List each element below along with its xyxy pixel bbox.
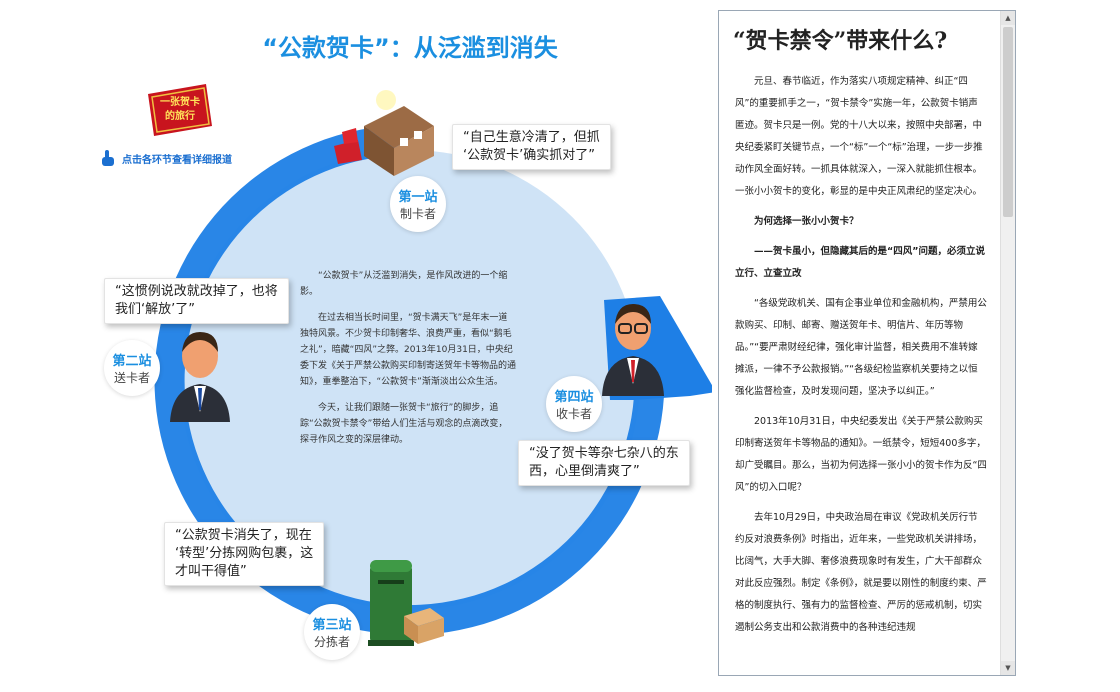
station-2-quote: “这惯例说改就改掉了，也将 我们‘解放’了” bbox=[104, 278, 289, 324]
quote-line: 西，心里倒清爽了” bbox=[529, 464, 640, 479]
article-paragraph: 2013年10月31日，中央纪委发出《关于严禁公款购买印制寄送贺年卡等物品的通知… bbox=[735, 416, 987, 493]
description-paragraph: 今天，让我们跟随一张贺卡“旅行”的脚步，追踪“公款贺卡禁令”带给人们生活与观念的… bbox=[300, 403, 508, 445]
article-subheading: ——贺卡虽小，但隐藏其后的是“四风”问题，必须立说立行、立查立改 bbox=[735, 246, 985, 279]
article-paragraph: 去年10月29日，中央政治局在审议《党政机关厉行节约反对浪费条例》时指出，近年来… bbox=[735, 512, 987, 633]
station-role: 送卡者 bbox=[113, 371, 150, 385]
quote-line: 才叫干得值” bbox=[175, 564, 247, 579]
article-paragraph: “各级党政机关、国有企事业单位和金融机构，严禁用公款购买、印制、邮寄、赠送贺年卡… bbox=[735, 298, 987, 397]
station-name: 第三站 bbox=[312, 618, 352, 633]
quote-line: “这惯例说改就改掉了，也将 bbox=[115, 284, 278, 299]
badge-line-1: 一张贺卡 bbox=[160, 97, 200, 108]
station-name: 第四站 bbox=[554, 390, 594, 405]
quote-line: “公款贺卡消失了，现在 bbox=[175, 528, 312, 543]
article-title: “贺卡禁令”带来什么? bbox=[733, 28, 948, 54]
card-factory-icon[interactable] bbox=[334, 86, 444, 182]
badge-line-2: 的旅行 bbox=[165, 111, 195, 122]
infographic-stage: “公款贺卡”：从泛滥到消失 一张贺卡 的旅行 点击各环节查看详细报道 “自己生意… bbox=[98, 34, 712, 660]
center-circle bbox=[180, 150, 640, 610]
hand-pointer-icon bbox=[102, 150, 114, 166]
badge-ribbon-icon bbox=[148, 84, 212, 136]
station-2-button[interactable]: 第二站 送卡者 bbox=[104, 340, 160, 396]
station-1-quote: “自己生意冷清了，但抓 ‘公款贺卡’确实抓对了” bbox=[452, 124, 611, 170]
article-scrollbar[interactable]: ▲ ▼ bbox=[1000, 11, 1015, 675]
station-role: 收卡者 bbox=[555, 407, 592, 421]
article-paragraph: 元旦、春节临近，作为落实八项规定精神、纠正“四风”的重要抓手之一，“贺卡禁令”实… bbox=[735, 76, 983, 197]
quote-line: ‘转型’分拣网购包裹，这 bbox=[175, 546, 314, 561]
quote-line: 我们‘解放’了” bbox=[115, 302, 195, 317]
station-4-button[interactable]: 第四站 收卡者 bbox=[546, 376, 602, 432]
article-content: “贺卡禁令”带来什么? 元旦、春节临近，作为落实八项规定精神、纠正“四风”的重要… bbox=[719, 11, 999, 675]
click-hint: 点击各环节查看详细报道 bbox=[98, 148, 232, 168]
hint-text: 点击各环节查看详细报道 bbox=[122, 154, 232, 166]
scroll-up-icon[interactable]: ▲ bbox=[1001, 11, 1015, 25]
description-paragraph: “公款贺卡”从泛滥到消失，是作风改进的一个缩影。 bbox=[300, 271, 508, 297]
description-paragraph: 在过去相当长时间里，“贺卡满天飞”是年末一道独特风景。不少贺卡印制奢华、浪费严重… bbox=[300, 313, 517, 387]
center-description: “公款贺卡”从泛滥到消失，是作风改进的一个缩影。 在过去相当长时间里，“贺卡满天… bbox=[300, 268, 516, 458]
page-title: “公款贺卡”：从泛滥到消失 bbox=[262, 34, 558, 62]
article-subheading: 为何选择一张小小贺卡？ bbox=[754, 216, 859, 227]
quote-line: ‘公款贺卡’确实抓对了” bbox=[463, 148, 595, 163]
scroll-down-icon[interactable]: ▼ bbox=[1001, 661, 1015, 675]
station-name: 第二站 bbox=[112, 354, 152, 369]
station-name: 第一站 bbox=[398, 190, 438, 205]
station-role: 制卡者 bbox=[399, 207, 436, 221]
quote-line: “没了贺卡等杂七杂八的东 bbox=[529, 446, 679, 461]
article-panel[interactable]: “贺卡禁令”带来什么? 元旦、春节临近，作为落实八项规定精神、纠正“四风”的重要… bbox=[718, 10, 1016, 676]
station-role: 分拣者 bbox=[313, 635, 350, 649]
mailbox-icon[interactable] bbox=[364, 554, 448, 648]
travel-badge[interactable]: 一张贺卡 的旅行 bbox=[144, 84, 216, 140]
sender-person-icon[interactable] bbox=[164, 326, 236, 422]
quote-line: “自己生意冷清了，但抓 bbox=[463, 130, 600, 145]
station-4-quote: “没了贺卡等杂七杂八的东 西，心里倒清爽了” bbox=[518, 440, 690, 486]
station-3-quote: “公款贺卡消失了，现在 ‘转型’分拣网购包裹，这 才叫干得值” bbox=[164, 522, 325, 586]
station-3-button[interactable]: 第三站 分拣者 bbox=[304, 604, 360, 660]
receiver-person-icon[interactable] bbox=[598, 296, 668, 396]
scroll-thumb[interactable] bbox=[1003, 27, 1013, 217]
station-1-button[interactable]: 第一站 制卡者 bbox=[390, 176, 446, 232]
